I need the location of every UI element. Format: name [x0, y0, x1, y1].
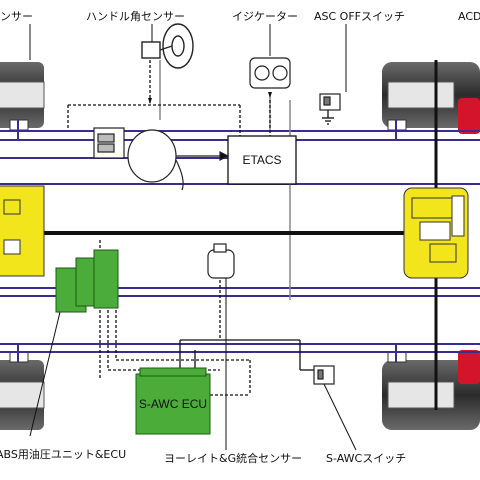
abs-hydraulic-unit [55, 249, 119, 313]
front-right-hub [387, 81, 455, 109]
yaw-g-sensor-label: ヨーレイト&G統合センサー [164, 452, 303, 465]
etacs-label: ETACS [242, 153, 282, 167]
steering-angle-sensor-label: ハンドル角センサー [86, 10, 185, 23]
indicator-icon [249, 57, 291, 89]
left-differential-unit [0, 185, 45, 277]
acd-ayc-unit [403, 187, 469, 279]
rear-right-hub [387, 381, 455, 409]
front-left-hub [0, 81, 45, 109]
rear-right-caliper [458, 350, 480, 384]
wheel-speed-sensor-label: ンサー [0, 10, 33, 23]
brake-booster-icon [93, 127, 230, 191]
s-awc-switch-label: S-AWCスイッチ [326, 452, 407, 465]
acd-label: ACD [458, 10, 480, 23]
leader-lines [29, 24, 357, 451]
rear-left-hub [0, 381, 45, 409]
etacs-box [227, 135, 297, 185]
s-awc-ecu-label: S-AWC ECU [138, 397, 208, 411]
abs-unit-label: ABS用油圧ユニット&ECU [0, 448, 127, 461]
s-awc-switch-icon [313, 365, 335, 385]
yaw-g-sensor-icon [207, 243, 235, 279]
indicator-label: イジケーター [232, 10, 298, 23]
s-awc-ecu-box [135, 373, 211, 435]
asc-off-switch-icon [319, 93, 341, 111]
steering-wheel-icon [141, 23, 194, 69]
front-right-caliper [458, 98, 480, 134]
asc-off-switch-label: ASC OFFスイッチ [314, 10, 405, 23]
